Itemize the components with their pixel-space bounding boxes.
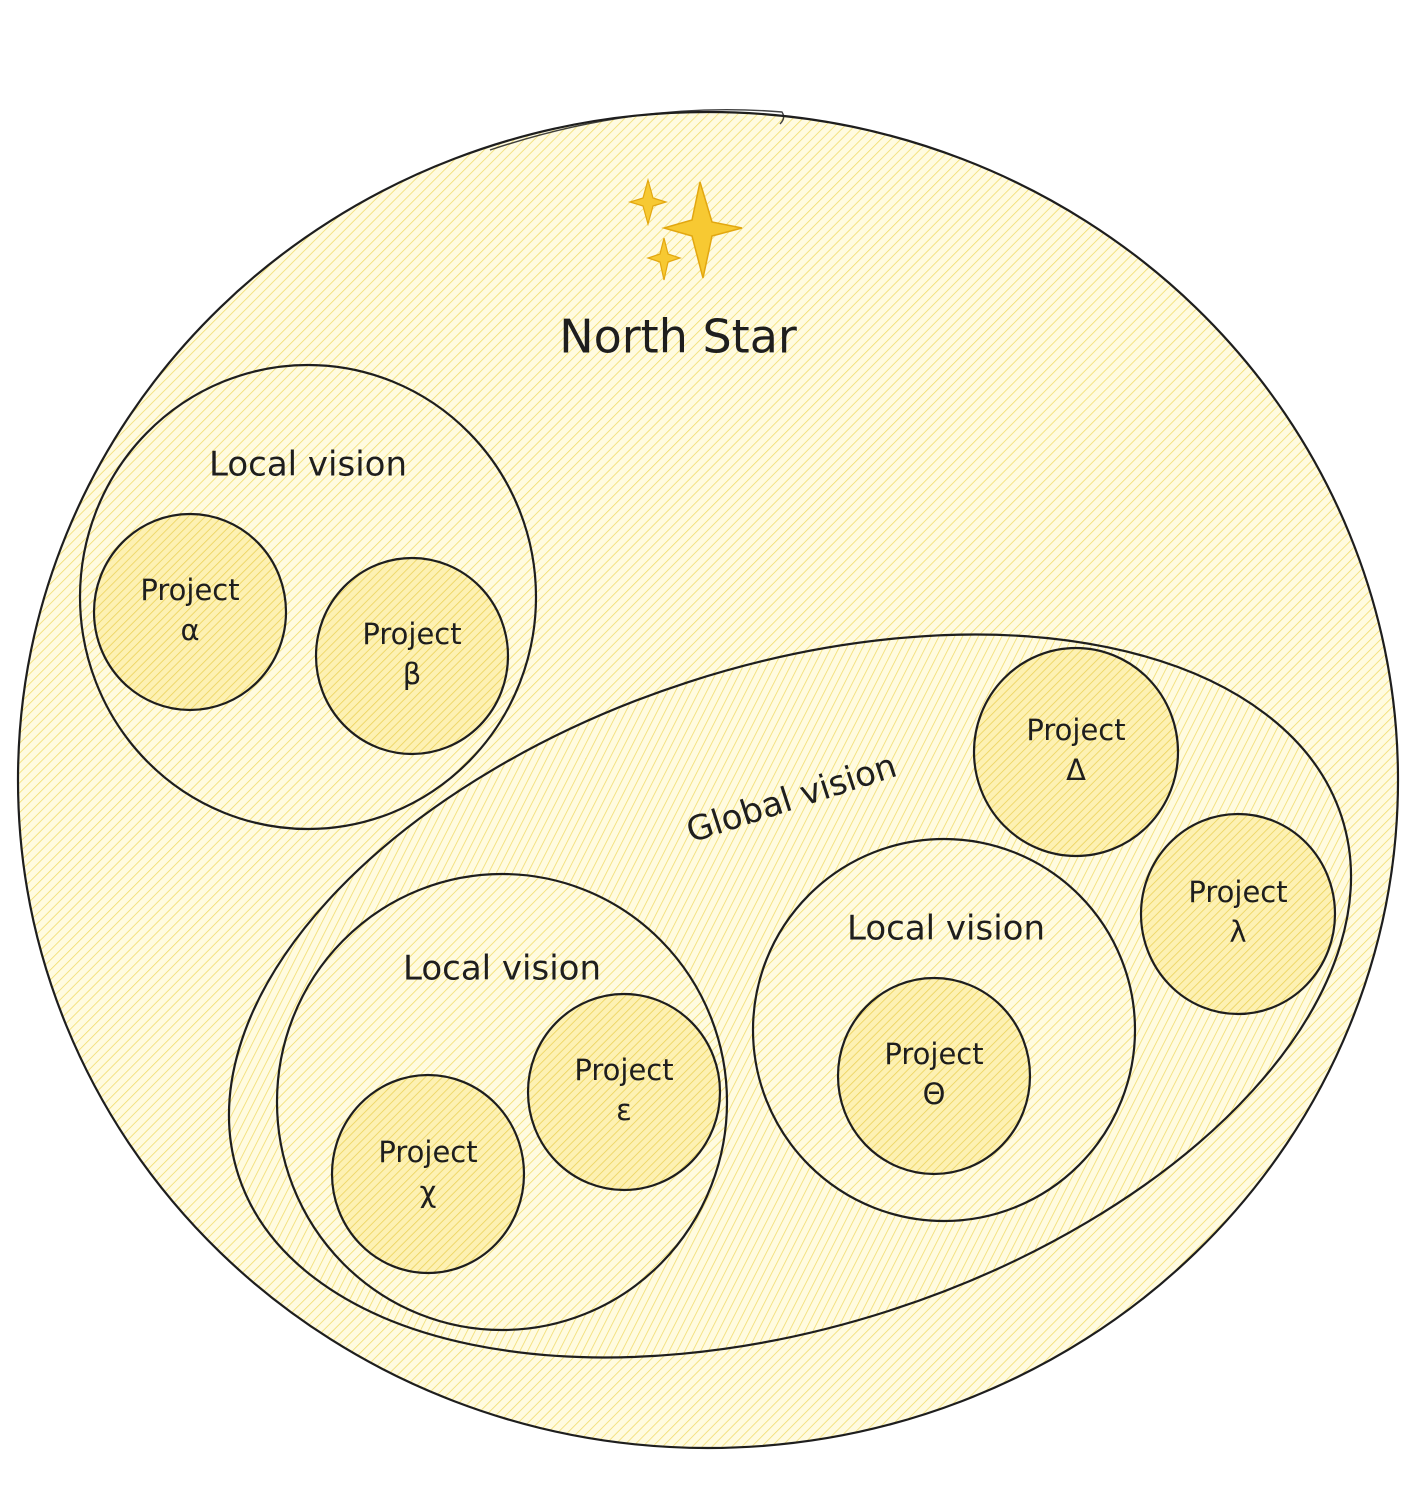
north-star-title: North Star bbox=[559, 310, 797, 364]
project-theta-circle: Project Θ bbox=[836, 976, 1032, 1176]
project-theta-line2: Θ bbox=[923, 1077, 946, 1111]
local-vision-right-label: Local vision bbox=[847, 909, 1045, 949]
project-epsilon-line1: Project bbox=[574, 1053, 673, 1087]
project-alpha-line1: Project bbox=[140, 573, 239, 607]
project-lambda-line1: Project bbox=[1188, 875, 1287, 909]
local-vision-left-label: Local vision bbox=[403, 949, 601, 989]
project-theta-line1: Project bbox=[884, 1037, 983, 1071]
project-epsilon-line2: ε bbox=[616, 1093, 632, 1127]
project-beta-line2: β bbox=[403, 657, 422, 691]
local-vision-top-label: Local vision bbox=[209, 445, 407, 485]
project-lambda-line2: λ bbox=[1229, 915, 1246, 949]
project-delta-line2: Δ bbox=[1066, 753, 1086, 787]
project-delta-circle: Project Δ bbox=[972, 646, 1180, 858]
project-lambda-circle: Project λ bbox=[1139, 812, 1337, 1016]
project-beta-line1: Project bbox=[362, 617, 461, 651]
project-alpha-line2: α bbox=[180, 613, 199, 647]
project-chi-line1: Project bbox=[378, 1135, 477, 1169]
project-chi-line2: χ bbox=[420, 1175, 437, 1209]
project-chi-circle: Project χ bbox=[330, 1073, 526, 1275]
project-beta-circle: Project β bbox=[314, 556, 510, 756]
project-alpha-circle: Project α bbox=[92, 512, 288, 712]
sparkles-icon bbox=[627, 177, 743, 281]
project-epsilon-circle: Project ε bbox=[526, 992, 722, 1192]
project-delta-line1: Project bbox=[1026, 713, 1125, 747]
